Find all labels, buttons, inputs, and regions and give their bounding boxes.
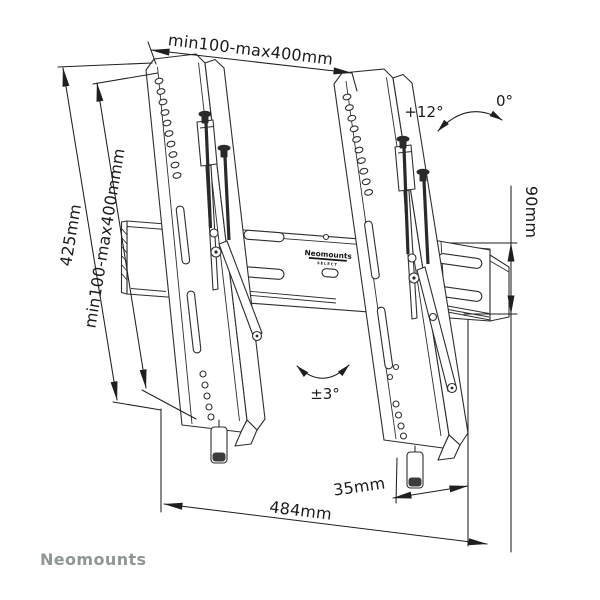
plate-brand-underline <box>308 257 347 262</box>
plate-brand-series: SELECT <box>317 261 338 267</box>
level-angle-indicator: ±3° <box>296 364 350 403</box>
strap-tip <box>408 477 422 487</box>
rod-nut <box>209 228 219 238</box>
rail-slot <box>364 220 380 280</box>
rod-nut <box>407 253 417 263</box>
strap-tip <box>212 452 226 462</box>
rail-slot <box>175 205 191 265</box>
screw-shaft <box>402 147 410 255</box>
dim-height-outer-label: 425mm <box>56 203 85 268</box>
screw-head <box>396 135 410 143</box>
rail-slot <box>376 306 394 370</box>
tilt-angle-indicator: +12° 0° <box>404 92 513 132</box>
screw-shaft <box>204 122 213 229</box>
rail-slot <box>186 290 202 354</box>
screw-head <box>217 144 231 152</box>
dim-wall-distance-label: 35mm <box>332 474 386 500</box>
angle-level-label: ±3° <box>310 385 340 403</box>
tilt-arc-arrow <box>437 110 503 132</box>
plate-tail <box>489 254 510 322</box>
tilt-arm <box>218 240 263 339</box>
adjustment-screws <box>198 110 430 265</box>
screw-head <box>416 168 430 176</box>
screw-shaft <box>223 156 231 241</box>
arm-screw <box>392 363 400 371</box>
angle-tilt-max-label: +12° <box>404 103 443 121</box>
left-rail <box>145 53 266 447</box>
level-arc-arrow <box>296 364 350 379</box>
angle-tilt-zero-label: 0° <box>496 92 513 110</box>
dim-plate-height-label: 90mm <box>522 186 541 238</box>
release-strap-right <box>406 445 424 489</box>
dim-total-width-label: 484mm <box>268 497 333 524</box>
screw-shaft <box>422 180 430 265</box>
left-rail-foot <box>234 419 258 447</box>
screw-head <box>198 110 212 118</box>
release-strap-left <box>210 419 228 464</box>
dimension-plate-height: 90mm <box>449 185 541 553</box>
plate-slot <box>321 268 339 278</box>
right-rail-foot <box>437 434 461 461</box>
arm-screw <box>428 312 438 322</box>
plate-slot <box>243 229 285 243</box>
plate-hole <box>322 233 330 241</box>
footer-brand-logo: Neomounts <box>40 550 146 569</box>
arm-screw <box>386 373 394 381</box>
plate-brand-lockup: Neomounts SELECT <box>304 248 353 267</box>
